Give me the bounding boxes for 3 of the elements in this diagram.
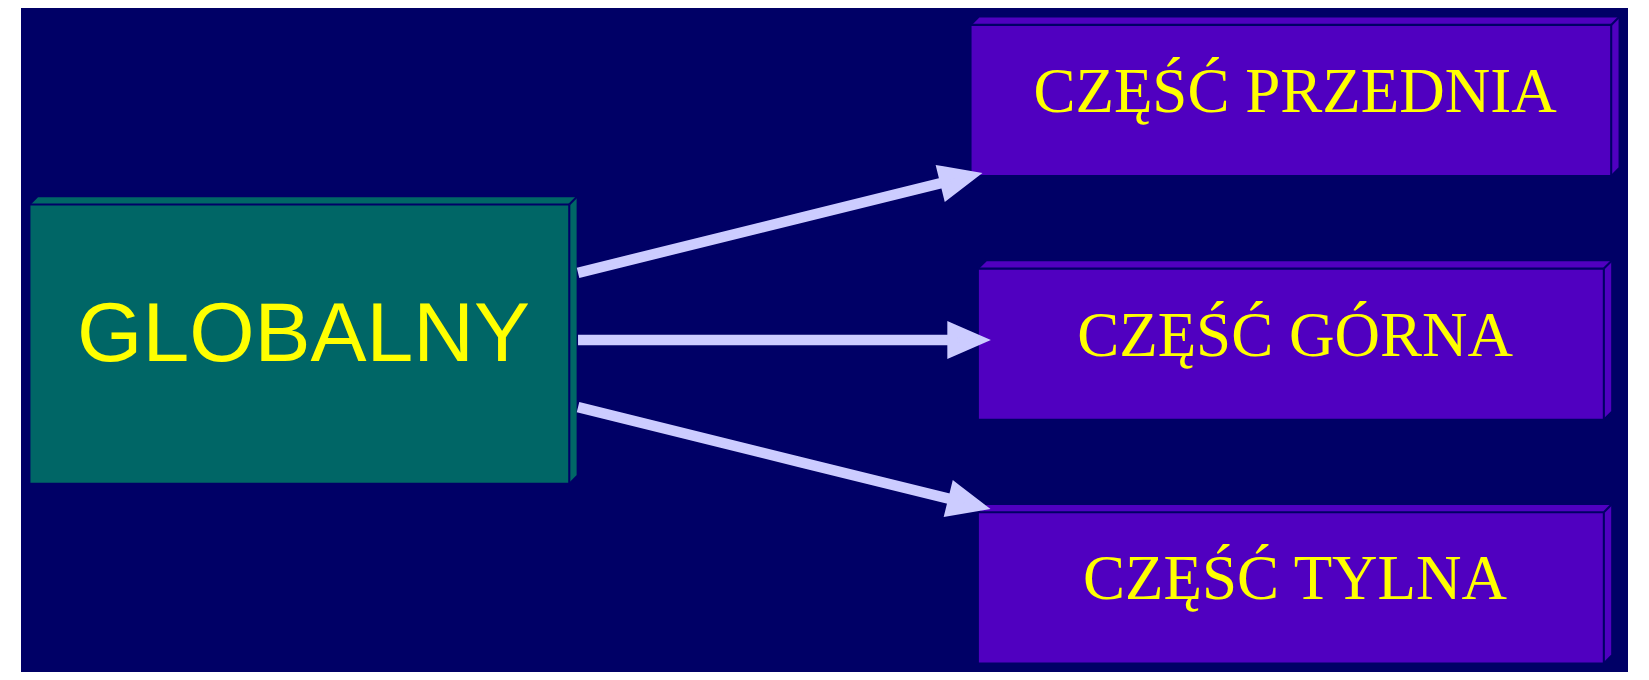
arrow <box>576 164 983 278</box>
arrow <box>578 320 991 360</box>
arrow <box>576 402 991 518</box>
